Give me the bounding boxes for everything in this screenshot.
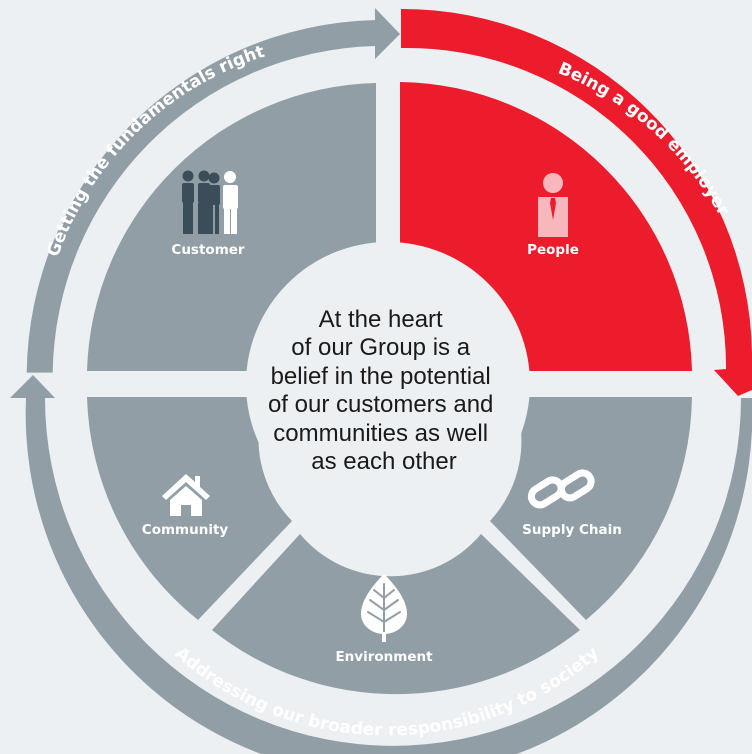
segment-label-environment: Environment [335, 649, 433, 665]
center-circle [246, 242, 530, 526]
people-group-icon [182, 170, 238, 234]
segment-label-community: Community [142, 522, 229, 538]
center-line-1: At the heart [319, 306, 443, 333]
center-statement: At the heart of our Group is a belief in… [268, 306, 500, 475]
segment-label-supply-chain: Supply Chain [522, 522, 622, 538]
leaf-icon [360, 574, 408, 642]
segment-community [87, 397, 292, 620]
segment-label-customer: Customer [171, 242, 245, 258]
chain-link-icon [527, 469, 595, 509]
center-line-5: communities as well [273, 420, 488, 447]
house-icon [162, 474, 210, 516]
segment-label-people: People [527, 242, 579, 258]
segment-supply-chain [490, 397, 692, 620]
center-line-6: as each other [311, 448, 456, 475]
center-line-3: belief in the potential [271, 363, 491, 390]
center-line-2: of our Group is a [291, 334, 470, 361]
arrow-ring-employer [401, 8, 752, 397]
center-line-4: of our customers and [268, 391, 493, 418]
arrow-ring-fundamentals [26, 8, 400, 373]
person-with-tie-icon [538, 173, 568, 237]
